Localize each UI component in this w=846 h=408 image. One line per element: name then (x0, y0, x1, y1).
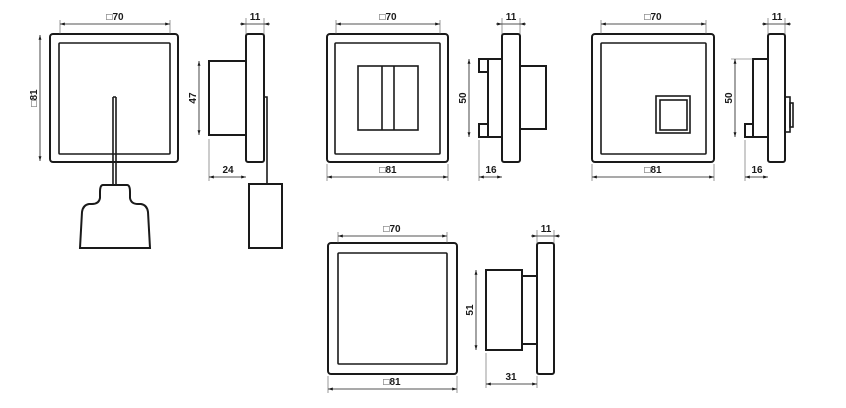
dim-width: □70 (644, 12, 662, 23)
dim-width: □70 (379, 12, 397, 23)
rocker-front-view: □70 □81 (326, 12, 449, 181)
pull-cord-front-view: □70 □81 (29, 12, 179, 249)
pull-cord-side-view: 11 47 24 (188, 12, 283, 249)
dim-depth: 11 (506, 12, 517, 23)
dim-side-height: 47 (188, 92, 199, 104)
dim-depth: 11 (541, 224, 552, 235)
dim-outer: □81 (383, 377, 401, 388)
pull-cord-handle (78, 184, 152, 249)
dim-width: □70 (383, 224, 401, 235)
dim-outer: □81 (379, 165, 397, 176)
dim-rear-depth: 16 (751, 165, 763, 176)
dim-width: □70 (106, 12, 124, 23)
dim-outer: □81 (644, 165, 662, 176)
dim-side-height: 50 (458, 92, 469, 104)
rocker-side-view: 11 50 16 (458, 12, 547, 181)
dim-rear-depth: 16 (485, 165, 497, 176)
dim-side-height: 51 (465, 304, 476, 316)
dim-depth: 11 (772, 12, 783, 23)
dim-rear-depth: 31 (505, 372, 517, 383)
blank-front-view: □70 □81 (327, 224, 458, 393)
dim-height: □81 (29, 89, 40, 107)
socket-side-view: 11 50 16 (724, 12, 794, 181)
dim-rear-depth: 24 (222, 165, 234, 176)
blank-side-view: 11 51 31 (465, 224, 560, 388)
dim-side-height: 50 (724, 92, 735, 104)
dim-depth: 11 (250, 12, 261, 23)
socket-front-view: □70 □81 (591, 12, 715, 181)
